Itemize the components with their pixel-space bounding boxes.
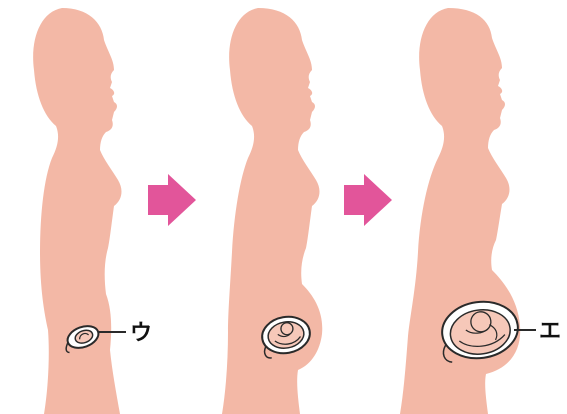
label-late-text: エ bbox=[539, 319, 561, 344]
woman-silhouette bbox=[33, 8, 121, 414]
figure-early-pregnancy bbox=[33, 8, 121, 414]
figure-middle-pregnancy bbox=[222, 8, 322, 414]
label-late: エ bbox=[514, 319, 561, 344]
right-arrow-icon bbox=[148, 174, 196, 226]
woman-silhouette bbox=[222, 8, 322, 414]
right-arrow-icon bbox=[344, 174, 392, 226]
label-early-text: ウ bbox=[130, 321, 152, 346]
figure-late-pregnancy bbox=[400, 8, 522, 414]
